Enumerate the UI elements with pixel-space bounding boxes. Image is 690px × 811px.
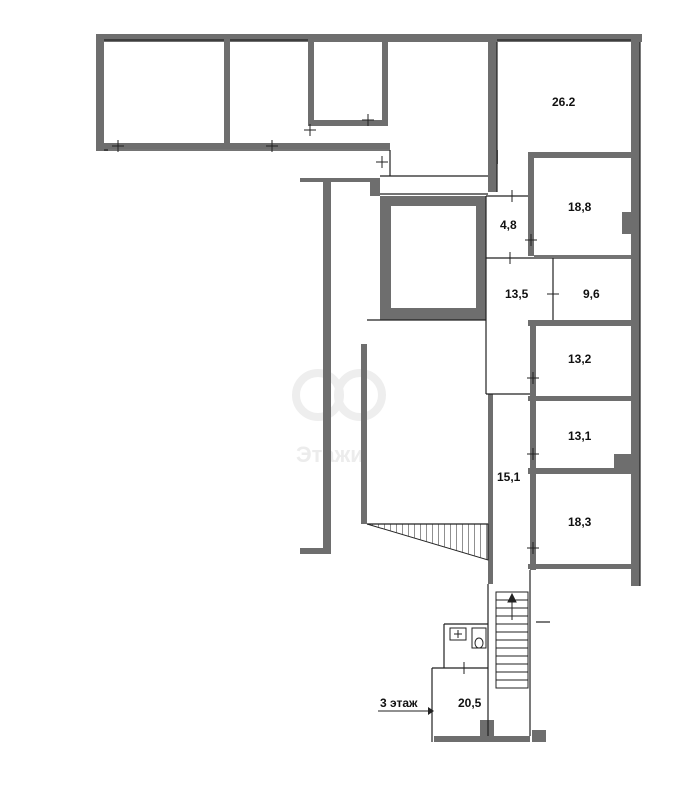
- room-area-label: 18,8: [568, 200, 592, 214]
- staircase: [495, 591, 529, 689]
- floor-note: 3 этаж: [378, 696, 434, 715]
- room-area-label: 13,2: [568, 352, 592, 366]
- stair-landing: [366, 523, 489, 561]
- floor-note-text: 3 этаж: [380, 696, 418, 710]
- walls: [96, 34, 642, 742]
- room-area-label: 13,5: [505, 287, 529, 301]
- bathroom-fixtures: [449, 627, 487, 649]
- room-area-label: 20,5: [458, 696, 482, 710]
- room-area-label: 13,1: [568, 429, 592, 443]
- room-area-label: 18,3: [568, 515, 592, 529]
- room-area-label: 15,1: [497, 470, 521, 484]
- room-area-label: 9,6: [583, 287, 600, 301]
- door-markers: [112, 114, 559, 674]
- watermark: Этажи: [292, 369, 386, 467]
- room-area-label: 26.2: [552, 95, 576, 109]
- room-area-label: 4,8: [500, 218, 517, 232]
- arrow-right-icon: [428, 707, 434, 715]
